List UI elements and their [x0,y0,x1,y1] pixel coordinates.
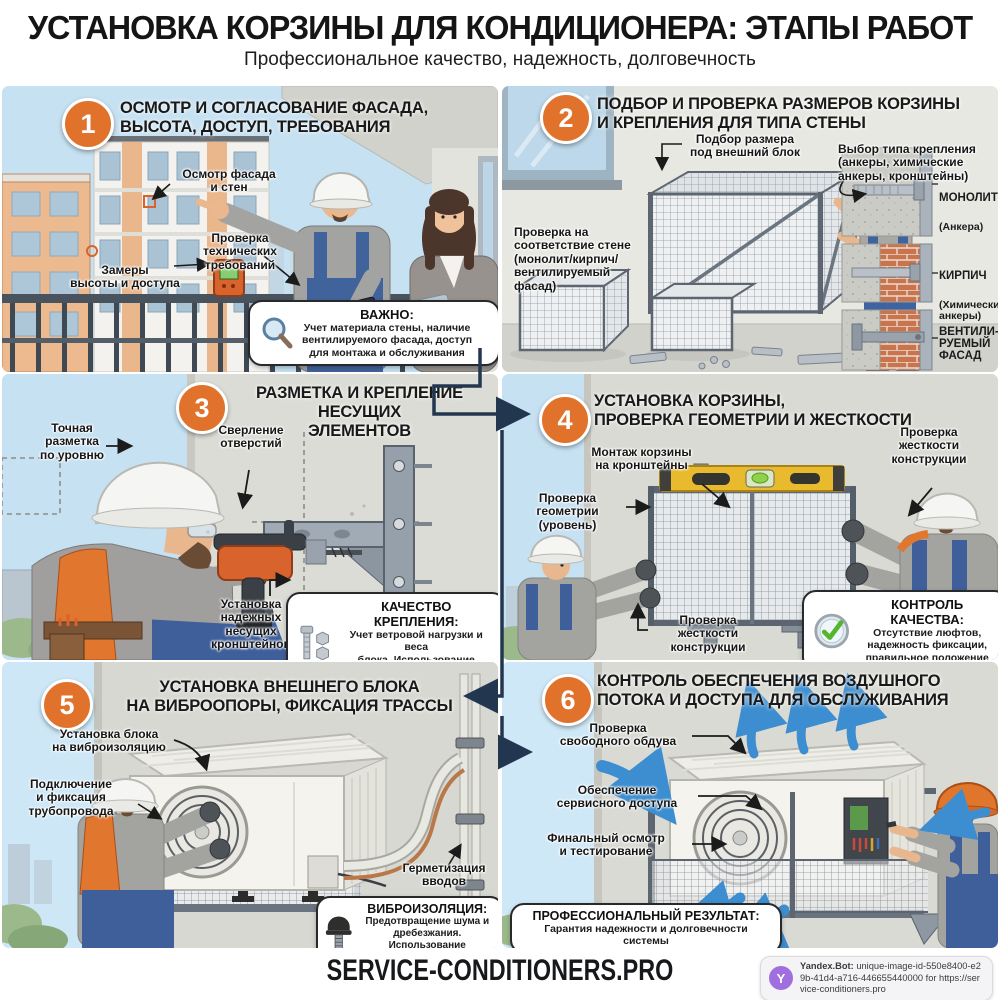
watermark-badge: Y Yandex.Bot: unique-image-id-550e8400-e… [760,956,993,1000]
callout-title: КОНТРОЛЬ КАЧЕСТВА: [890,597,964,627]
vibration-isolation-callout: ВИБРОИЗОЛЯЦИЯ: Предотвращение шума и дре… [316,896,498,948]
annotation-label: Герметизация вводов [402,861,486,889]
fastening-quality-callout: КАЧЕСТВО КРЕПЛЕНИЯ: Учет ветровой нагруз… [286,592,498,660]
panel-4-basket-installation: 4 УСТАНОВКА КОРЗИНЫ, ПРОВЕРКА ГЕОМЕТРИИ … [502,374,998,660]
wall-type-brick-diagram [841,243,933,303]
important-callout: ВАЖНО: Учет материала стены, наличие вен… [248,300,498,367]
watermark-text: Yandex.Bot: unique-image-id-550e8400-e29… [800,961,984,996]
step-number-badge: 2 [540,92,592,144]
spirit-level [659,465,845,492]
professional-result-callout: ПРОФЕССИОНАЛЬНЫЙ РЕЗУЛЬТАТ: Гарантия над… [510,903,782,948]
site-url: SERVICE-CONDITIONERS.PRO [326,954,674,987]
wall-type-ventilated-facade-diagram [841,309,933,371]
vibration-mount-icon [325,916,352,948]
bolt-icon [300,625,329,660]
wall-type-label-brick: КИРПИЧ (Химические анкеры) [939,270,998,323]
hammer-drill [213,520,362,629]
callout-body: Учет ветровой нагрузки и веса блока. Исп… [349,629,483,660]
step-number-badge: 4 [539,394,591,446]
callout-body: Отсутствие люфтов, надежность фиксации, … [865,627,989,660]
watermark-bot-label: Yandex.Bot: [800,961,854,971]
callout-title: ПРОФЕССИОНАЛЬНЫЙ РЕЗУЛЬТАТ: [532,909,760,923]
step-number-badge: 5 [41,679,93,731]
step-title: КОНТРОЛЬ ОБЕСПЕЧЕНИЯ ВОЗДУШНОГО ПОТОКА И… [597,672,949,710]
worker-left [517,534,661,660]
annotation-label: Установка надежных несущих кронштейнов [211,597,291,652]
panel-3-marking-drilling: 3 РАЗМЕТКА И КРЕПЛЕНИЕ НЕСУЩИХ ЭЛЕМЕНТОВ… [2,374,498,660]
wall-type-label-ventilated-facade: ВЕНТИЛИ- РУЕМЫЙ ФАСАД (Специальные кронш… [939,326,998,363]
annotation-label: Подключение и фиксация трубопровода [28,777,114,818]
annotation-label: Подбор размера под внешний блок [690,132,800,160]
yandex-bot-icon: Y [769,966,793,991]
annotation-label: Осмотр фасада и стен [182,167,276,195]
header: УСТАНОВКА КОРЗИНЫ ДЛЯ КОНДИЦИОНЕРА: ЭТАП… [0,0,1000,84]
footer: SERVICE-CONDITIONERS.PRO Y Yandex.Bot: u… [0,948,1000,1000]
step-title: ПОДБОР И ПРОВЕРКА РАЗМЕРОВ КОРЗИНЫ И КРЕ… [597,95,960,133]
panel-6-airflow-control: 6 КОНТРОЛЬ ОБЕСПЕЧЕНИЯ ВОЗДУШНОГО ПОТОКА… [502,662,998,948]
check-badge-icon [814,613,849,648]
panel-5-unit-installation: 5 УСТАНОВКА ВНЕШНЕГО БЛОКА НА ВИБРООПОРЫ… [2,662,498,948]
callout-title: КАЧЕСТВО КРЕПЛЕНИЯ: [373,599,459,629]
pipe-bundle [343,752,466,880]
step-number-badge: 3 [176,382,228,434]
annotation-label: Проверка жесткости конструкции [670,613,746,654]
watermark-id-text: unique-image-id-550e8400-e29b-41d4-a716-… [800,961,981,995]
laser-measure-device [213,259,245,297]
callout-body: Учет материала стены, наличие вентилируе… [302,322,473,359]
callout-title: ВИБРОИЗОЛЯЦИЯ: [367,902,488,916]
annotation-label: Сверление отверстий [218,423,284,451]
panel-2-basket-sizing: 2 ПОДБОР И ПРОВЕРКА РАЗМЕРОВ КОРЗИНЫ И К… [502,86,998,372]
callout-title: ВАЖНО: [360,307,414,322]
annotation-label: Установка блока на виброизоляцию [52,727,166,755]
wall-type-label-monolith: МОНОЛИТ (Анкера) [939,192,998,234]
annotation-label: Выбор типа крепления (анкеры, химические… [838,142,976,183]
step-number-badge: 6 [542,674,594,726]
panel-1-facade-inspection: 1 ОСМОТР И СОГЛАСОВАНИЕ ФАСАДА, ВЫСОТА, … [2,86,498,372]
annotation-label: Проверка геометрии (уровень) [536,491,599,532]
step-title: УСТАНОВКА ВНЕШНЕГО БЛОКА НА ВИБРООПОРЫ, … [126,678,453,716]
annotation-label: Финальный осмотр и тестирование [547,831,665,859]
annotation-label: Замеры высоты и доступа [70,263,180,291]
annotation-label: Проверка на соответствие стене (монолит/… [514,225,631,293]
annotation-label: Точная разметка по уровню [40,421,104,462]
annotation-label: Проверка жесткости конструкции [891,425,967,466]
step-title: УСТАНОВКА КОРЗИНЫ, ПРОВЕРКА ГЕОМЕТРИИ И … [594,392,912,430]
callout-body: Предотвращение шума и дребезжания. Испол… [365,916,490,948]
wall-type-monolith-diagram [841,147,933,237]
annotation-label: Монтаж корзины на кронштейны [591,445,692,473]
annotation-label: Проверка свободного обдува [559,721,677,749]
panel-6-illustration [502,662,998,948]
step-number-badge: 1 [62,98,114,150]
step-title: ОСМОТР И СОГЛАСОВАНИЕ ФАСАДА, ВЫСОТА, ДО… [120,99,428,137]
page-title: УСТАНОВКА КОРЗИНЫ ДЛЯ КОНДИЦИОНЕРА: ЭТАП… [27,9,973,46]
page-subtitle: Профессиональное качество, надежность, д… [244,49,756,70]
quality-control-callout: КОНТРОЛЬ КАЧЕСТВА: Отсутствие люфтов, на… [802,590,998,660]
magnifier-icon [262,317,293,349]
callout-body: Гарантия надежности и долговечности сист… [544,923,748,948]
worker-figure [77,778,231,948]
annotation-label: Проверка технических требований [203,231,277,272]
annotation-label: Обеспечение сервисного доступа [556,783,678,811]
